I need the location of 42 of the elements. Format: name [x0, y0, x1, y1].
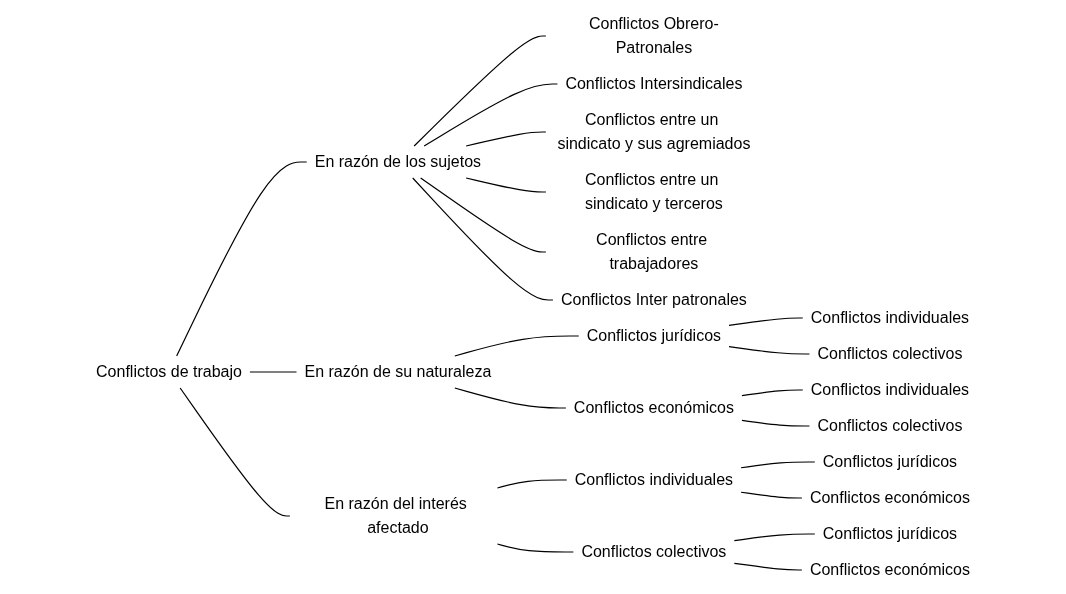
node-text: Conflictos económicos — [809, 561, 970, 578]
connector — [741, 419, 811, 427]
connector — [454, 335, 580, 357]
node-text: Conflictos colectivos — [817, 345, 963, 362]
connector — [420, 177, 547, 253]
connector — [496, 543, 574, 553]
connector — [454, 387, 567, 409]
node-text: Conflictos económicos — [809, 489, 970, 506]
node-text: En razón del interés afectado — [324, 495, 467, 536]
node-text: Conflictos entre un sindicato y sus agremiados — [557, 111, 751, 152]
connector — [413, 35, 547, 147]
node-text: Conflictos individuales — [574, 471, 734, 488]
node-text: Conflictos de trabajo — [96, 363, 242, 380]
node-text: Conflictos económicos — [573, 399, 734, 416]
connector — [465, 131, 547, 147]
connector — [179, 387, 291, 517]
node-text: Conflictos colectivos — [817, 417, 963, 434]
node-text: Conflictos entre un sindicato y terceros — [584, 171, 723, 212]
connector — [740, 491, 803, 499]
connector — [465, 177, 547, 193]
node-text: Conflictos jurídicos — [586, 327, 722, 344]
connector — [741, 389, 804, 397]
connector — [496, 479, 568, 489]
node-text: Conflictos jurídicos — [822, 453, 958, 470]
node-text: Conflictos individuales — [810, 381, 970, 398]
connector — [733, 562, 803, 571]
node-text: Conflictos entre trabajadores — [596, 231, 708, 272]
node-text: Conflictos Inter patronales — [560, 291, 747, 308]
connector — [176, 161, 308, 357]
node-text: Conflictos colectivos — [581, 543, 727, 560]
node-text: Conflictos individuales — [810, 309, 970, 326]
connector — [733, 533, 816, 542]
connector — [412, 177, 554, 301]
connector — [423, 83, 558, 147]
node-text: Conflictos Intersindicales — [565, 75, 743, 92]
connector — [728, 345, 811, 355]
connector — [728, 317, 804, 327]
node-text: En razón de los sujetos — [314, 153, 482, 170]
connector — [740, 461, 816, 469]
node-text: Conflictos jurídicos — [822, 525, 958, 542]
node-text: En razón de su naturaleza — [304, 363, 492, 380]
node-text: Conflictos Obrero-Patronales — [588, 15, 719, 56]
